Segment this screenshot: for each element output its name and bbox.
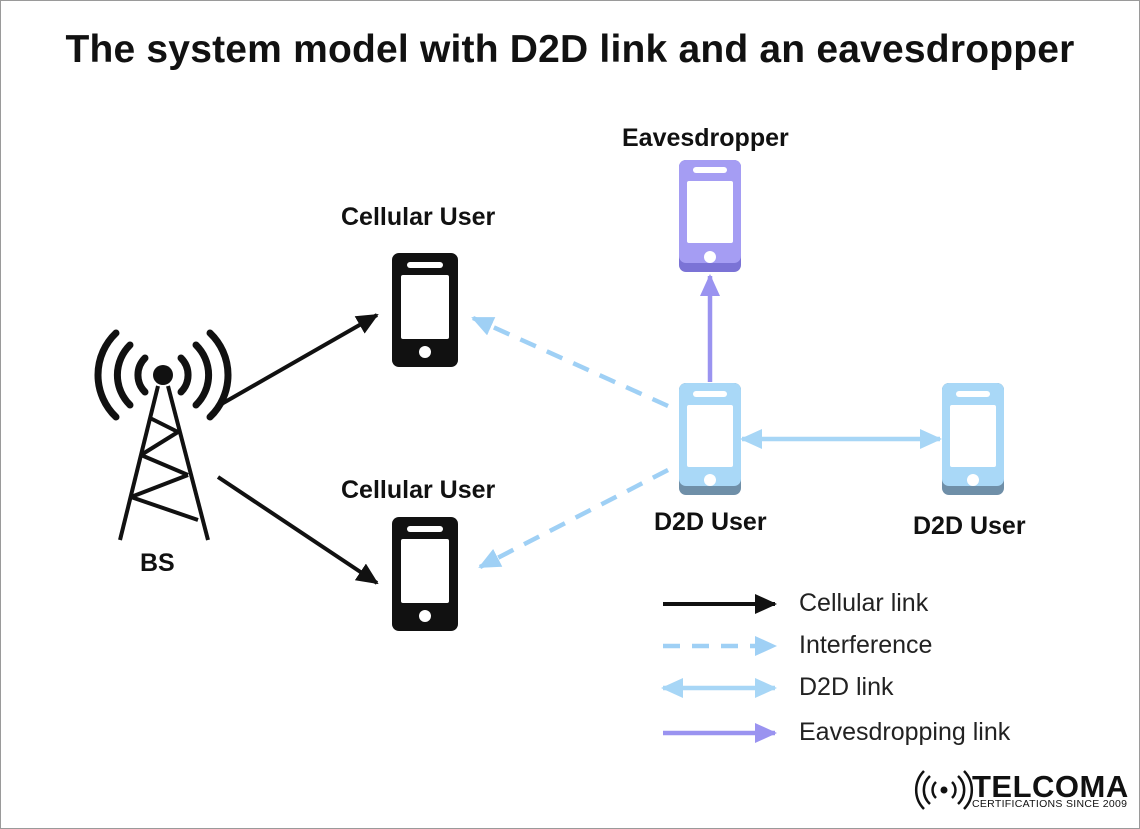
legend-interference-label: Interference xyxy=(799,631,933,659)
cellular-user-bottom-label: Cellular User xyxy=(341,476,496,504)
interference-bottom-arrow xyxy=(478,468,670,569)
cellular-user-phone-bottom-icon xyxy=(392,517,458,631)
d2d-user-rx-label: D2D User xyxy=(913,512,1026,540)
telcoma-logo-tagline: CERTIFICATIONS SINCE 2009 xyxy=(972,798,1128,810)
legend-d2d-link-label: D2D link xyxy=(799,673,894,701)
base-station-label: BS xyxy=(140,549,175,577)
eavesdropper-phone-icon xyxy=(679,160,741,272)
cellular-user-top-label: Cellular User xyxy=(341,203,496,231)
cellular-link-top-arrow xyxy=(217,313,379,408)
base-station-tower-icon xyxy=(94,329,232,541)
telcoma-logo-name: TELCOMA xyxy=(972,769,1129,804)
legend-cellular-link-label: Cellular link xyxy=(799,589,929,617)
d2d-user-tx-label: D2D User xyxy=(654,508,767,536)
eavesdropper-label: Eavesdropper xyxy=(622,124,789,152)
diagram-title: The system model with D2D link and an ea… xyxy=(65,28,1075,71)
cellular-user-phone-top-icon xyxy=(392,253,458,367)
cellular-link-bottom-arrow xyxy=(216,475,379,585)
interference-top-arrow xyxy=(471,315,669,409)
d2d-user-tx-phone-icon xyxy=(679,383,741,495)
legend-eavesdropping-link-label: Eavesdropping link xyxy=(799,718,1011,746)
d2d-user-rx-phone-icon xyxy=(942,383,1004,495)
telcoma-logo-icon xyxy=(914,770,974,810)
